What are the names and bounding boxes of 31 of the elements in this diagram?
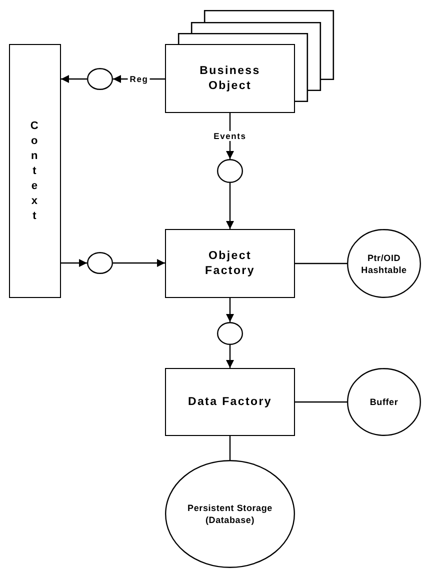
node-label: Persistent Storage (Database) (186, 502, 274, 526)
edge-label: Reg (128, 74, 150, 84)
stacked-box (178, 33, 308, 102)
node-label: Ptr/OID Hashtable (360, 252, 408, 276)
arrow (226, 183, 234, 229)
arrow (61, 259, 87, 267)
stacked-box (191, 22, 321, 91)
ellipse-node (347, 368, 421, 436)
empty-circle (217, 159, 243, 183)
connector-line (295, 262, 347, 264)
node-label: Context (30, 118, 40, 224)
node-label: Buffer (370, 396, 398, 408)
process-box (9, 44, 61, 298)
connector-line (295, 401, 347, 403)
node-label: Object Factory (204, 248, 256, 278)
node-label: Business Object (198, 64, 262, 94)
node-label: Data Factory (188, 394, 272, 410)
empty-circle (217, 322, 243, 345)
arrow (113, 259, 165, 267)
arrow (226, 345, 234, 368)
empty-circle (87, 252, 113, 274)
empty-circle (87, 68, 113, 90)
ellipse-node (165, 460, 295, 568)
process-box (165, 368, 295, 436)
process-box (165, 44, 295, 113)
process-box (165, 229, 295, 298)
arrow (226, 298, 234, 322)
edge-label: Events (212, 131, 248, 141)
arrow (61, 75, 87, 83)
ellipse-node (347, 229, 421, 298)
connector-line (229, 436, 231, 460)
